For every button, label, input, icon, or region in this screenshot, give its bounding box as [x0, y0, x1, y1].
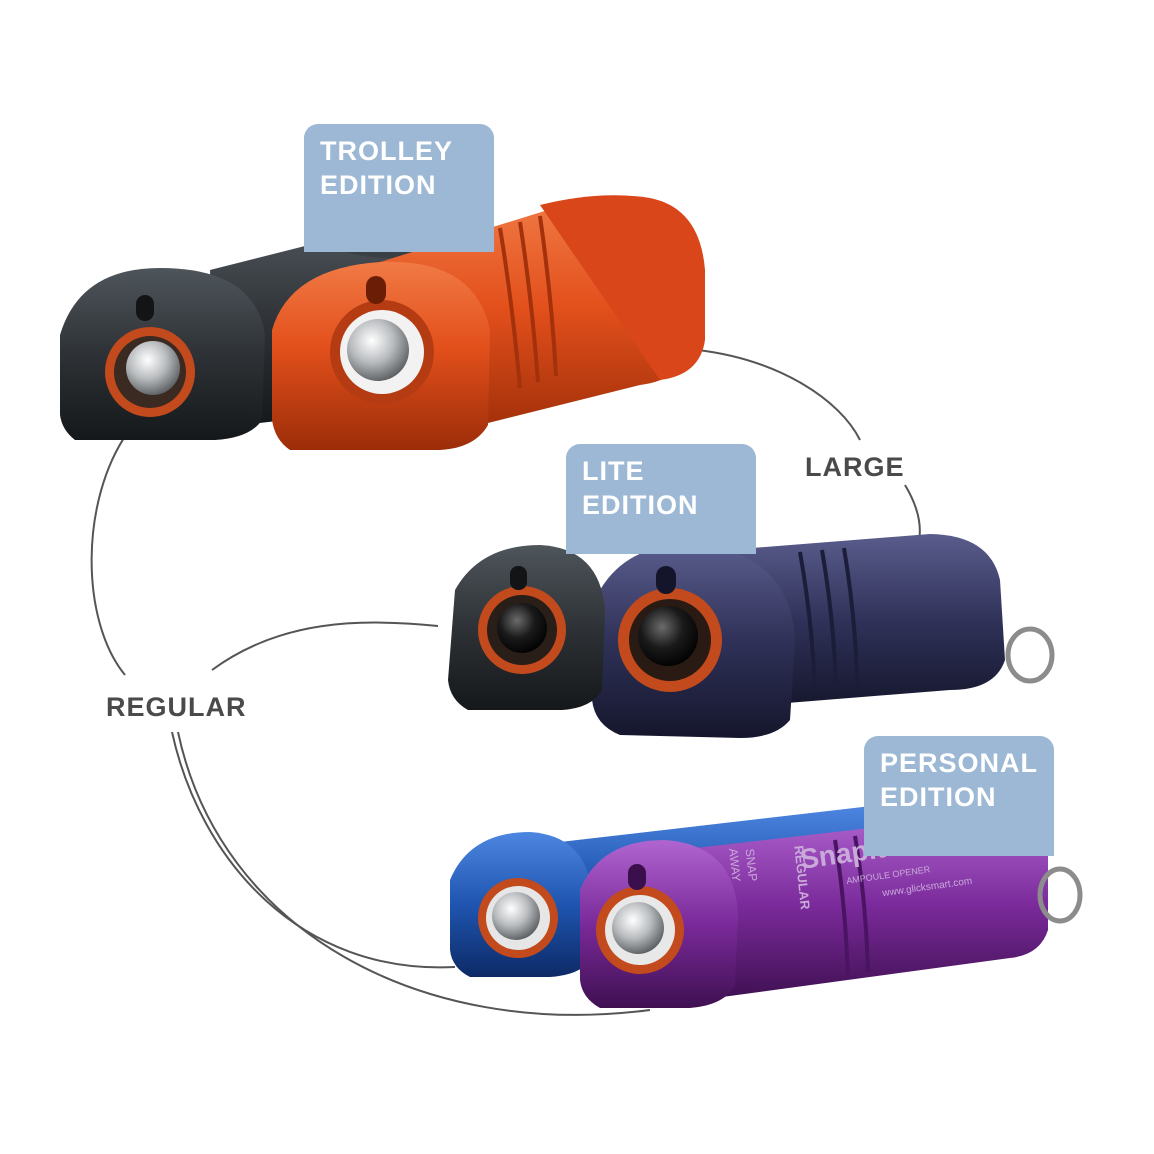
regular-connector-lite	[211, 621, 439, 671]
personal-edition-tag: PERSONAL EDITION	[864, 736, 1054, 856]
regular-connector-personal-purple	[177, 731, 651, 1016]
trolley-edition-tag-line-2: EDITION	[320, 170, 437, 200]
large-connector-top	[697, 349, 861, 441]
regular-size-label: REGULAR	[106, 692, 247, 722]
trolley-edition-tag: TROLLEY EDITION	[304, 124, 494, 252]
personal-edition-tag-line-1: PERSONAL	[880, 748, 1039, 778]
lite-edition-tag-line-2: EDITION	[582, 490, 699, 520]
personal-edition-tag-line-2: EDITION	[880, 782, 997, 812]
lite-edition-tag: LITE EDITION	[566, 444, 756, 554]
regular-connector-trolley	[90, 431, 129, 676]
personal-purple-opener	[580, 812, 1083, 1008]
connector-lines	[90, 349, 921, 1016]
large-size-label: LARGE	[805, 452, 905, 482]
lite-navy-opener	[592, 534, 1055, 738]
lite-charcoal-opener	[448, 545, 605, 710]
trolley-orange-opener	[272, 195, 705, 450]
lite-edition-tag-line-1: LITE	[582, 456, 645, 486]
regular-connector-personal-blue	[171, 731, 456, 969]
trolley-edition-tag-line-1: TROLLEY	[320, 136, 453, 166]
